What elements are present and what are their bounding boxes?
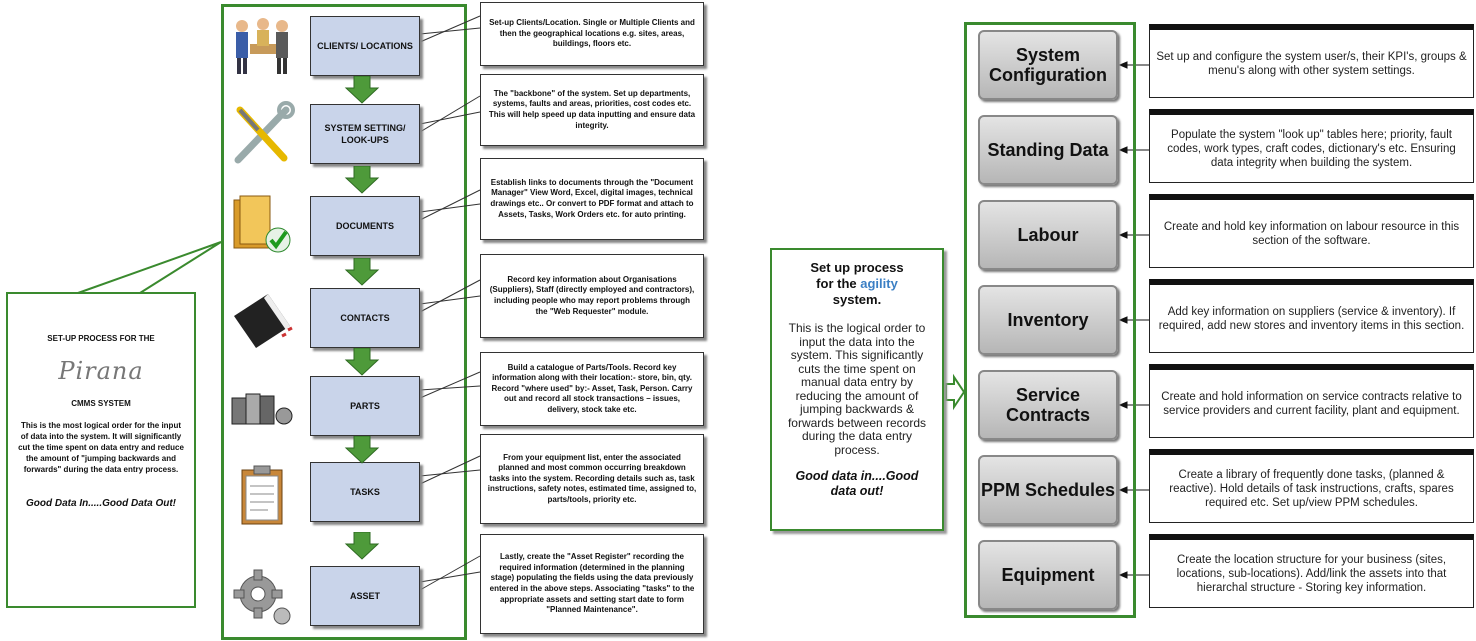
pirana-logo: Pirana xyxy=(58,357,144,385)
people-icon xyxy=(236,18,288,74)
category-description: Create the location structure for your b… xyxy=(1149,534,1474,608)
category-description: Populate the system "look up" tables her… xyxy=(1149,109,1474,183)
agility-callout-body: This is the logical order to input the d… xyxy=(787,321,927,457)
agility-callout: Set up process for the agility system. T… xyxy=(770,248,944,531)
category-inventory: Inventory xyxy=(978,285,1118,355)
category-description: Create a library of frequently done task… xyxy=(1149,449,1474,523)
step-parts: PARTS xyxy=(310,376,420,436)
down-arrow-icon xyxy=(344,76,380,104)
parts-icon xyxy=(231,393,293,425)
category-description: Create and hold information on service c… xyxy=(1149,364,1474,438)
callout-body: This is the most logical order for the i… xyxy=(18,421,184,474)
down-arrow-icon xyxy=(344,166,380,194)
step-asset: ASSET xyxy=(310,566,420,626)
step-clients-locations: CLIENTS/ LOCATIONS xyxy=(310,16,420,76)
category-equipment: Equipment xyxy=(978,540,1118,610)
clipboard-icon xyxy=(241,465,283,525)
step-description: Establish links to documents through the… xyxy=(480,158,704,240)
down-arrow-icon xyxy=(344,258,380,286)
category-description: Create and hold key information on labou… xyxy=(1149,194,1474,268)
category-labour: Labour xyxy=(978,200,1118,270)
step-description: The "backbone" of the system. Set up dep… xyxy=(480,74,704,146)
right-process-frame xyxy=(964,22,1136,618)
category-system-configuration: System Configuration xyxy=(978,30,1118,100)
category-service-contracts: Service Contracts xyxy=(978,370,1118,440)
step-tasks: TASKS xyxy=(310,462,420,522)
left-process-frame xyxy=(221,4,467,640)
step-documents: DOCUMENTS xyxy=(310,196,420,256)
callout-heading: SET-UP PROCESS FOR THE xyxy=(47,334,155,343)
step-description: Record key information about Organisatio… xyxy=(480,254,704,338)
step-description: Lastly, create the "Asset Register" reco… xyxy=(480,534,704,634)
address-book-icon xyxy=(234,294,293,348)
callout-quote: Good Data In.....Good Data Out! xyxy=(26,498,176,509)
gear-icon xyxy=(233,569,291,625)
down-arrow-icon xyxy=(344,532,380,560)
callout-subheading: CMMS SYSTEM xyxy=(71,399,131,408)
category-description: Set up and configure the system user/s, … xyxy=(1149,24,1474,98)
step-contacts: CONTACTS xyxy=(310,288,420,348)
tools-icon xyxy=(234,101,295,164)
folder-check-icon xyxy=(233,195,291,253)
down-arrow-icon xyxy=(344,348,380,376)
category-ppm-schedules: PPM Schedules xyxy=(978,455,1118,525)
step-description: From your equipment list, enter the asso… xyxy=(480,434,704,524)
category-standing-data: Standing Data xyxy=(978,115,1118,185)
agility-brand: agility xyxy=(860,276,898,291)
pirana-callout: SET-UP PROCESS FOR THE Pirana CMMS SYSTE… xyxy=(6,292,196,608)
agility-callout-title: Set up process for the agility system. xyxy=(810,260,904,307)
agility-callout-quote: Good data in....Good data out! xyxy=(795,469,919,498)
step-description: Build a catalogue of Parts/Tools. Record… xyxy=(480,352,704,426)
category-description: Add key information on suppliers (servic… xyxy=(1149,279,1474,353)
step-system-setting: SYSTEM SETTING/ LOOK-UPS xyxy=(310,104,420,164)
down-arrow-icon xyxy=(344,436,380,464)
step-description: Set-up Clients/Location. Single or Multi… xyxy=(480,2,704,66)
